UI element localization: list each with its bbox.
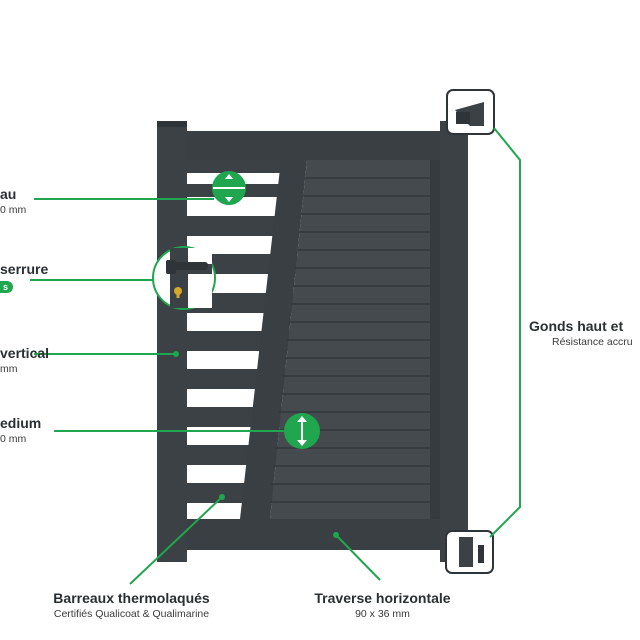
up-down-arrows-icon [284,413,320,449]
lock-callout [30,246,216,310]
callout-medium: edium 0 mm [0,415,41,445]
callout-badge-text: s [3,282,9,292]
callout-crossbar: Traverse horizontale 90 x 36 mm [300,590,465,620]
callout-slats: Barreaux thermolaqués Certifiés Qualicoa… [34,590,229,620]
door-handle-icon [166,260,208,274]
callout-detail: 0 mm [0,433,27,445]
left-post-cap [157,121,187,127]
callout-detail: Certifiés Qualicoat & Qualimarine [53,608,210,620]
callout-title: Traverse horizontale [314,590,451,606]
callout-title: vertical [0,345,50,361]
keyhole-icon [174,287,182,298]
right-post [440,121,468,562]
callout-detail: 90 x 36 mm [355,608,410,620]
callout-title: Barreaux thermolaqués [53,590,210,606]
panel-right-edge [430,160,440,519]
callout-detail: Résistance accru [552,336,633,348]
callout-hinges: Gonds haut et Résistance accru [529,318,640,348]
diagonal-brace [240,160,307,519]
callout-title: serrure [0,261,49,277]
callout-badge: s [0,281,14,293]
callout-title: au [0,186,17,202]
callout-top-bar: au 0 mm [0,186,26,216]
vertical-marker [173,351,179,357]
crossbar-marker [333,532,339,538]
hinge-icon [445,530,494,574]
callout-title: Gonds haut et [529,318,624,334]
callout-title: edium [0,415,42,431]
callout-lines [34,127,521,585]
bottom-rail [187,519,440,550]
callout-detail: 0 mm [0,204,27,216]
callout-detail: mm [0,363,18,375]
up-down-arrows-icon [212,171,246,205]
slats-marker [219,494,225,500]
hinge-icon [446,89,495,135]
callout-vertical: vertical mm [0,345,49,375]
top-rail [187,131,440,160]
callout-lock: serrure s [0,261,48,295]
left-post [157,121,187,562]
